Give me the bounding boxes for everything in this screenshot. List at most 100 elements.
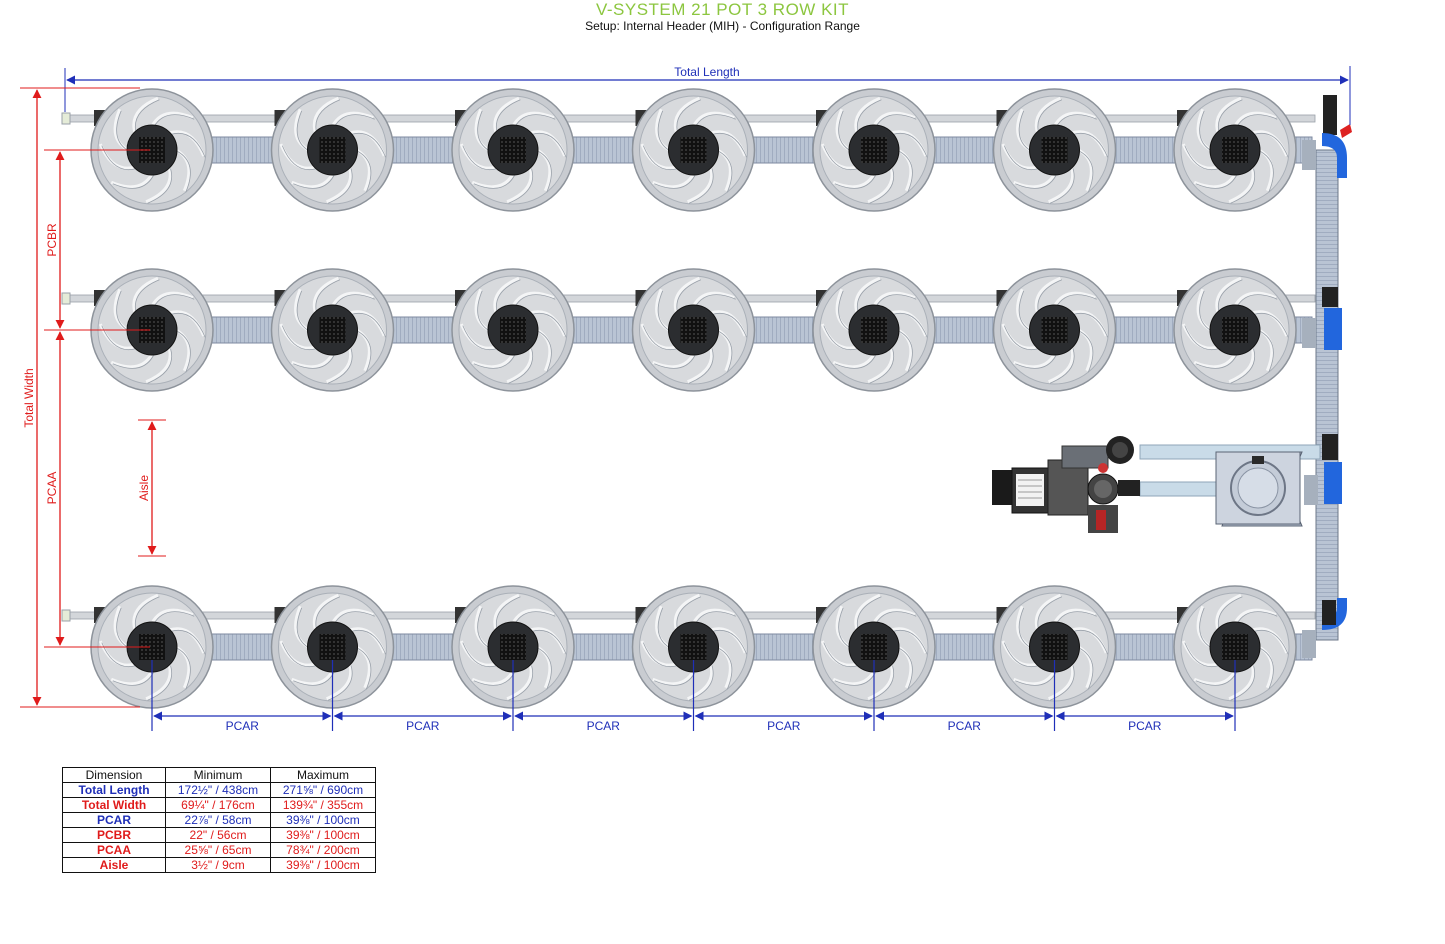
pot-vane-shadow bbox=[153, 294, 195, 308]
pot-vane bbox=[529, 627, 567, 654]
pot-vane-shadow bbox=[327, 168, 353, 204]
pot-vane bbox=[710, 310, 747, 337]
table-cell-max: 271⅝" / 690cm bbox=[270, 782, 376, 798]
pot-vane-shadow bbox=[838, 110, 852, 152]
pot bbox=[270, 88, 395, 212]
pot-vane-shadow bbox=[694, 114, 736, 128]
pot-vane bbox=[349, 130, 386, 157]
pot-vane-shadow bbox=[327, 348, 353, 384]
pot-vane bbox=[687, 346, 714, 384]
pot-vane bbox=[1251, 310, 1289, 337]
pot-vane-shadow bbox=[892, 630, 928, 655]
pot-vane-shadow bbox=[1253, 630, 1289, 655]
pot-vane bbox=[1048, 166, 1075, 204]
pot-vane bbox=[872, 608, 916, 624]
pot-vane-shadow bbox=[1079, 331, 1094, 373]
pot-vane bbox=[150, 608, 194, 624]
pot-vane bbox=[687, 663, 714, 701]
pot-vane-shadow bbox=[281, 642, 318, 667]
pot-vane-shadow bbox=[477, 110, 491, 152]
pot bbox=[451, 268, 575, 392]
pot-vane bbox=[890, 627, 928, 654]
pot-vane bbox=[1053, 291, 1096, 307]
pot-vane bbox=[331, 608, 374, 624]
pcar-label: PCAR bbox=[587, 719, 621, 733]
pot-vane-shadow bbox=[1199, 607, 1213, 649]
pot-vane-shadow bbox=[875, 114, 917, 128]
pot-vane-shadow bbox=[508, 168, 533, 204]
pot-vane bbox=[1193, 353, 1237, 369]
pot-vane-shadow bbox=[823, 325, 859, 350]
pot-vane bbox=[349, 627, 386, 654]
pot-vane-shadow bbox=[153, 611, 195, 625]
pot-vane bbox=[854, 593, 881, 631]
pot-vane bbox=[692, 291, 735, 307]
pot-vane bbox=[132, 593, 159, 631]
pot-vane bbox=[1013, 670, 1056, 686]
aisle-label: Aisle bbox=[137, 475, 151, 501]
table-header: Dimension bbox=[62, 767, 166, 783]
pot-vane-shadow bbox=[688, 168, 714, 204]
table-cell-min: 22" / 56cm bbox=[165, 827, 271, 843]
pcbr-label: PCBR bbox=[45, 223, 59, 257]
pot-vane-shadow bbox=[869, 168, 894, 204]
pot bbox=[812, 585, 936, 709]
pot-vane bbox=[673, 96, 700, 134]
pot-vane bbox=[867, 663, 894, 701]
pot-vane bbox=[529, 310, 567, 337]
table-cell-max: 78¾" / 200cm bbox=[270, 842, 376, 858]
pot-vane-shadow bbox=[642, 642, 679, 667]
pot-vane bbox=[331, 111, 374, 127]
pot-vane bbox=[110, 353, 154, 369]
pot-vane-shadow bbox=[333, 294, 375, 308]
pot-vane bbox=[832, 670, 876, 686]
pot-vane bbox=[493, 96, 520, 134]
pot-vane-shadow bbox=[1184, 325, 1220, 350]
pot-vane-shadow bbox=[838, 290, 852, 332]
pot-vane-shadow bbox=[657, 607, 672, 649]
pot-vane-shadow bbox=[1015, 355, 1057, 369]
pot-vane bbox=[145, 166, 172, 204]
pot bbox=[270, 268, 395, 392]
pot-vane-shadow bbox=[711, 133, 748, 158]
pot-vane-shadow bbox=[177, 331, 191, 373]
pot-drain-grid bbox=[319, 634, 346, 660]
pot-vane-shadow bbox=[657, 110, 672, 152]
pot-vane bbox=[673, 276, 700, 314]
pot-vane bbox=[890, 130, 928, 157]
pot-vane-shadow bbox=[899, 648, 913, 690]
table-cell-min: 172½" / 438cm bbox=[165, 782, 271, 798]
pcar-label: PCAR bbox=[767, 719, 801, 733]
pot-vane-shadow bbox=[654, 175, 696, 189]
pot-vane bbox=[529, 130, 567, 157]
pot-vane bbox=[291, 173, 334, 189]
main-manifold bbox=[1302, 95, 1352, 658]
pot-vane bbox=[506, 166, 533, 204]
pot-drain-grid bbox=[861, 317, 887, 343]
pot-vane bbox=[493, 276, 520, 314]
pot-vane bbox=[1034, 593, 1061, 631]
pot-vane-shadow bbox=[147, 168, 172, 204]
pot-vane bbox=[872, 291, 916, 307]
table-cell-max: 139¾" / 355cm bbox=[270, 797, 376, 813]
pot-vane-shadow bbox=[1055, 611, 1097, 625]
pot-vane-shadow bbox=[1199, 290, 1213, 332]
pot-vane-shadow bbox=[1049, 168, 1075, 204]
table-cell-max: 39⅜" / 100cm bbox=[270, 812, 376, 828]
page-title: V-SYSTEM 21 POT 3 ROW KIT bbox=[595, 0, 850, 19]
pot bbox=[1173, 585, 1297, 709]
pot-vane bbox=[673, 593, 700, 631]
pot bbox=[451, 88, 575, 212]
pot-vane-shadow bbox=[1236, 611, 1278, 625]
pot-vane-shadow bbox=[834, 355, 876, 369]
pot-vane-shadow bbox=[514, 611, 556, 625]
pot-vane-shadow bbox=[1236, 114, 1278, 128]
pot-vane bbox=[1251, 627, 1289, 654]
pcar-label: PCAR bbox=[226, 719, 260, 733]
pot-vane-shadow bbox=[147, 348, 172, 384]
pot-vane bbox=[832, 173, 876, 189]
pot-vane bbox=[1228, 663, 1255, 701]
